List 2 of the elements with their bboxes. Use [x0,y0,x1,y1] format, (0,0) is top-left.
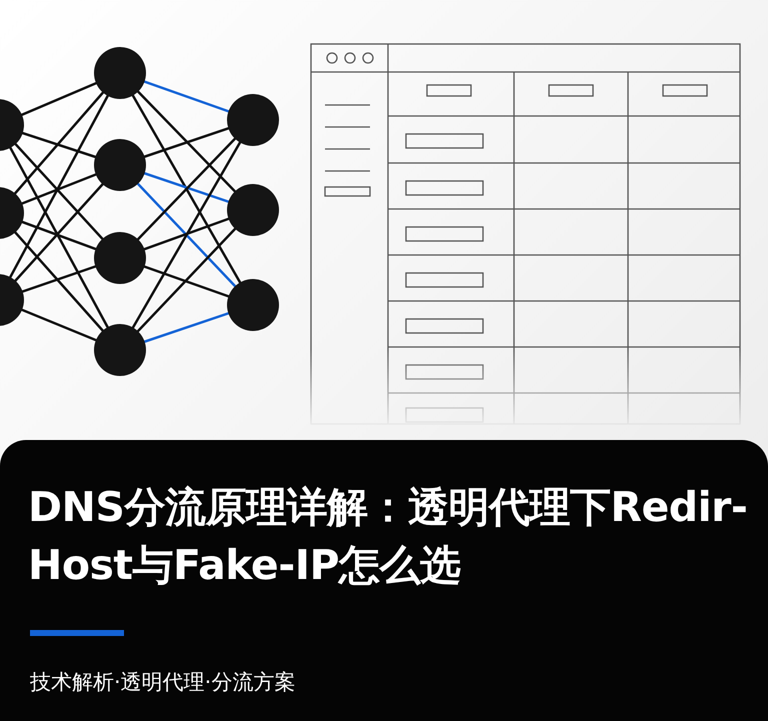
title: DNS分流原理详解：透明代理下Redir-Host与Fake-IP怎么选 [28,482,748,591]
subtitle: 技术解析·透明代理·分流方案 [30,669,296,696]
